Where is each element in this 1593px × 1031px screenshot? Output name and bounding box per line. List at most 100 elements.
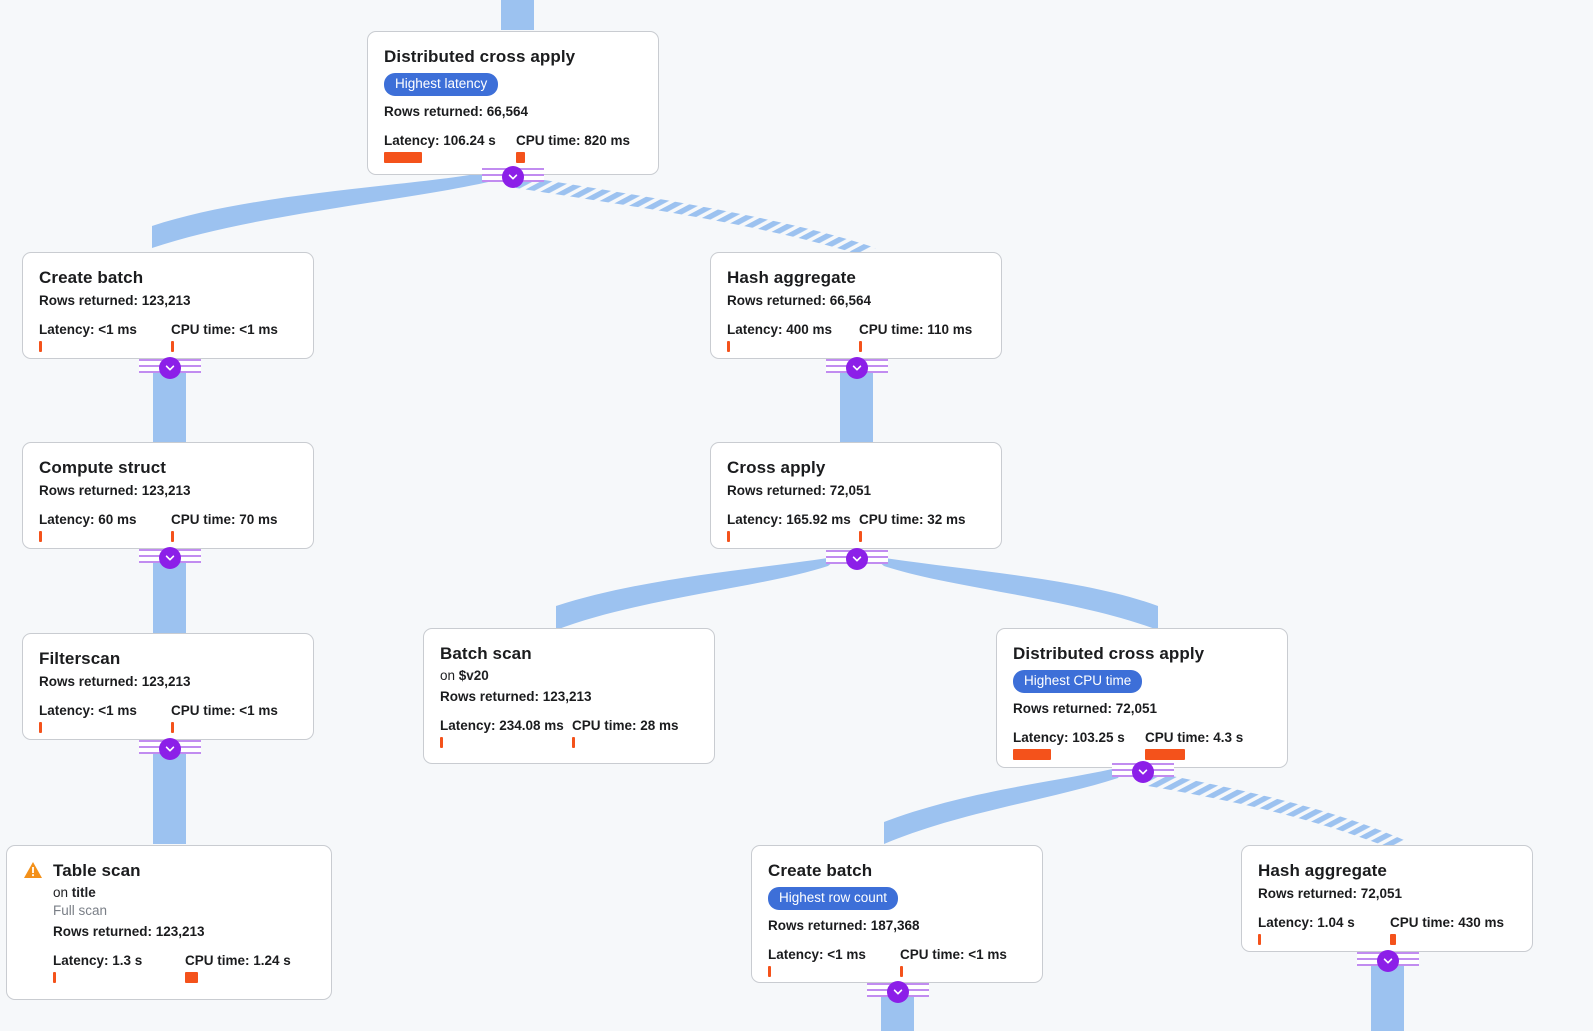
cpu-metric: CPU time: <1 ms — [171, 322, 278, 352]
node-title: Filterscan — [39, 649, 121, 668]
node-compute-struct[interactable]: Compute struct Rows returned: 123,213 La… — [22, 442, 314, 549]
node-title: Table scan — [53, 861, 141, 880]
rows-returned: Rows returned: 187,368 — [768, 918, 920, 933]
node-table-scan[interactable]: Table scan on title Full scan Rows retur… — [6, 845, 332, 1000]
cpu-metric: CPU time: <1 ms — [900, 947, 1007, 977]
chevron-down-icon — [852, 556, 862, 562]
metrics: Latency: <1 ms CPU time: <1 ms — [39, 703, 297, 733]
node-create-batch-bottom[interactable]: Create batch Highest row count Rows retu… — [751, 845, 1043, 983]
latency-bar — [384, 152, 422, 163]
chevron-down-icon — [165, 746, 175, 752]
metrics: Latency: 103.25 s CPU time: 4.3 s — [1013, 730, 1271, 760]
latency-metric: Latency: 1.3 s — [53, 953, 185, 983]
collapse-toggle-hash-aggregate-upper[interactable] — [846, 357, 868, 379]
node-title: Distributed cross apply — [384, 47, 576, 66]
latency-label: Latency: <1 ms — [768, 947, 866, 962]
latency-bar — [53, 972, 56, 983]
edge-root-to-create-batch — [152, 172, 505, 248]
metrics: Latency: <1 ms CPU time: <1 ms — [39, 322, 297, 352]
cpu-label: CPU time: <1 ms — [171, 322, 278, 337]
node-title: Cross apply — [727, 458, 826, 477]
node-distributed-cross-apply-inner[interactable]: Distributed cross apply Highest CPU time… — [996, 628, 1288, 768]
collapse-toggle-create-batch-bottom[interactable] — [887, 981, 909, 1003]
cpu-metric: CPU time: 70 ms — [171, 512, 278, 542]
chevron-down-icon — [1138, 769, 1148, 775]
latency-label: Latency: <1 ms — [39, 322, 137, 337]
scan-type: Full scan — [53, 903, 108, 918]
scan-target: on $v20 — [440, 668, 489, 683]
metrics: Latency: 60 ms CPU time: 70 ms — [39, 512, 297, 542]
latency-label: Latency: 1.04 s — [1258, 915, 1355, 930]
rows-returned: Rows returned: 123,213 — [440, 689, 592, 704]
node-title: Batch scan — [440, 644, 532, 663]
collapse-toggle-filterscan[interactable] — [159, 738, 181, 760]
scan-target: on title — [53, 885, 96, 900]
cpu-bar — [171, 341, 174, 352]
latency-label: Latency: 60 ms — [39, 512, 137, 527]
node-hash-aggregate-bottom[interactable]: Hash aggregate Rows returned: 72,051 Lat… — [1241, 845, 1533, 952]
node-title: Compute struct — [39, 458, 167, 477]
cpu-metric: CPU time: 110 ms — [859, 322, 972, 352]
cpu-metric: CPU time: <1 ms — [171, 703, 278, 733]
latency-bar — [727, 531, 730, 542]
node-hash-aggregate-upper[interactable]: Hash aggregate Rows returned: 66,564 Lat… — [710, 252, 1002, 359]
collapse-toggle-create-batch-left[interactable] — [159, 357, 181, 379]
collapse-toggle-distributed-cross-apply-inner[interactable] — [1132, 761, 1154, 783]
latency-bar — [1258, 934, 1261, 945]
node-filterscan[interactable]: Filterscan Rows returned: 123,213 Latenc… — [22, 633, 314, 740]
latency-bar — [1013, 749, 1051, 760]
latency-bar — [39, 722, 42, 733]
rows-returned: Rows returned: 123,213 — [39, 674, 191, 689]
latency-metric: Latency: 106.24 s — [384, 133, 516, 163]
edge-distributed-cross-apply-to-hash-aggregate — [1148, 772, 1404, 848]
node-distributed-cross-apply-root[interactable]: Distributed cross apply Highest latency … — [367, 31, 659, 175]
collapse-toggle-compute-struct[interactable] — [159, 547, 181, 569]
cpu-bar — [171, 722, 174, 733]
collapse-toggle-root[interactable] — [502, 166, 524, 188]
latency-metric: Latency: 234.08 ms — [440, 718, 572, 748]
chevron-down-icon — [893, 989, 903, 995]
node-create-batch-left[interactable]: Create batch Rows returned: 123,213 Late… — [22, 252, 314, 359]
cpu-bar — [900, 966, 903, 977]
cpu-label: CPU time: <1 ms — [900, 947, 1007, 962]
chevron-down-icon — [852, 365, 862, 371]
latency-label: Latency: 106.24 s — [384, 133, 496, 148]
latency-metric: Latency: <1 ms — [39, 703, 171, 733]
latency-bar — [440, 737, 443, 748]
node-title: Create batch — [39, 268, 144, 287]
status-badge: Highest row count — [768, 887, 899, 910]
metrics: Latency: 1.3 s CPU time: 1.24 s — [53, 953, 315, 983]
node-title: Hash aggregate — [727, 268, 856, 287]
latency-label: Latency: 1.3 s — [53, 953, 143, 968]
latency-label: Latency: 400 ms — [727, 322, 833, 337]
latency-metric: Latency: 60 ms — [39, 512, 171, 542]
node-title: Hash aggregate — [1258, 861, 1387, 880]
cpu-bar — [859, 531, 862, 542]
cpu-label: CPU time: 32 ms — [859, 512, 966, 527]
cpu-bar — [1145, 749, 1185, 760]
latency-label: Latency: <1 ms — [39, 703, 137, 718]
node-batch-scan[interactable]: Batch scan on $v20 Rows returned: 123,21… — [423, 628, 715, 764]
collapse-toggle-cross-apply[interactable] — [846, 548, 868, 570]
rows-returned: Rows returned: 66,564 — [727, 293, 872, 308]
cpu-label: CPU time: <1 ms — [171, 703, 278, 718]
latency-bar — [768, 966, 771, 977]
node-title: Distributed cross apply — [1013, 644, 1205, 663]
cpu-label: CPU time: 4.3 s — [1145, 730, 1244, 745]
chevron-down-icon — [508, 174, 518, 180]
latency-bar — [727, 341, 730, 352]
cpu-bar — [572, 737, 575, 748]
latency-label: Latency: 165.92 ms — [727, 512, 851, 527]
rows-returned: Rows returned: 123,213 — [53, 924, 205, 939]
chevron-down-icon — [165, 365, 175, 371]
collapse-toggle-hash-aggregate-bottom[interactable] — [1377, 950, 1399, 972]
edge-cross-apply-to-distributed-cross-apply — [872, 556, 1158, 630]
edge-cross-apply-to-batch-scan — [556, 556, 840, 630]
chevron-down-icon — [1383, 958, 1393, 964]
metrics: Latency: 165.92 ms CPU time: 32 ms — [727, 512, 985, 542]
latency-bar — [39, 341, 42, 352]
node-cross-apply[interactable]: Cross apply Rows returned: 72,051 Latenc… — [710, 442, 1002, 549]
latency-label: Latency: 234.08 ms — [440, 718, 564, 733]
latency-metric: Latency: 1.04 s — [1258, 915, 1390, 945]
